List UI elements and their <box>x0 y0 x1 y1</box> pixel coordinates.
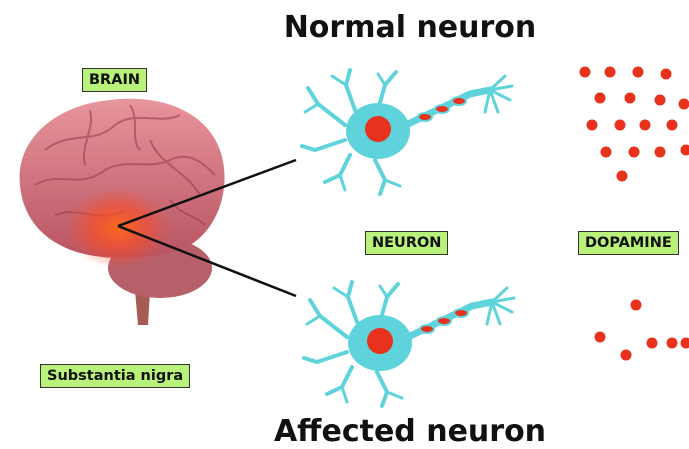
dopamine-dot <box>580 67 591 78</box>
dopamine-dots-normal <box>580 67 689 182</box>
substantia-nigra-highlight <box>66 188 170 268</box>
normal-neuron-title: Normal neuron <box>220 10 600 45</box>
dopamine-dot <box>595 332 606 343</box>
dopamine-dot <box>661 69 672 80</box>
dopamine-dot <box>667 120 678 131</box>
dopamine-dot <box>621 350 632 361</box>
neuron-label: NEURON <box>365 231 448 255</box>
dopamine-dot <box>633 67 644 78</box>
dopamine-dot <box>667 338 678 349</box>
dopamine-dot <box>595 93 606 104</box>
affected-neuron-title: Affected neuron <box>220 414 600 449</box>
dopamine-dot <box>625 93 636 104</box>
brain-label: BRAIN <box>82 68 147 92</box>
brain-illustration <box>20 99 225 325</box>
dopamine-dot <box>640 120 651 131</box>
dopamine-dot <box>647 338 658 349</box>
dopamine-dot <box>655 95 666 106</box>
substantia-nigra-label: Substantia nigra <box>40 364 190 388</box>
dopamine-dot <box>655 147 666 158</box>
dopamine-dot <box>681 338 689 349</box>
dopamine-dot <box>631 300 642 311</box>
dopamine-label: DOPAMINE <box>578 231 679 255</box>
dopamine-dot <box>587 120 598 131</box>
dopamine-dot <box>601 147 612 158</box>
dopamine-dot <box>615 120 626 131</box>
dopamine-dot <box>605 67 616 78</box>
dopamine-dot <box>681 145 689 156</box>
dopamine-dot <box>679 99 689 110</box>
dopamine-dot <box>617 171 628 182</box>
normal-neuron-icon <box>302 70 512 194</box>
dopamine-dots-affected <box>595 300 689 361</box>
affected-neuron-icon <box>304 282 514 406</box>
dopamine-dot <box>629 147 640 158</box>
